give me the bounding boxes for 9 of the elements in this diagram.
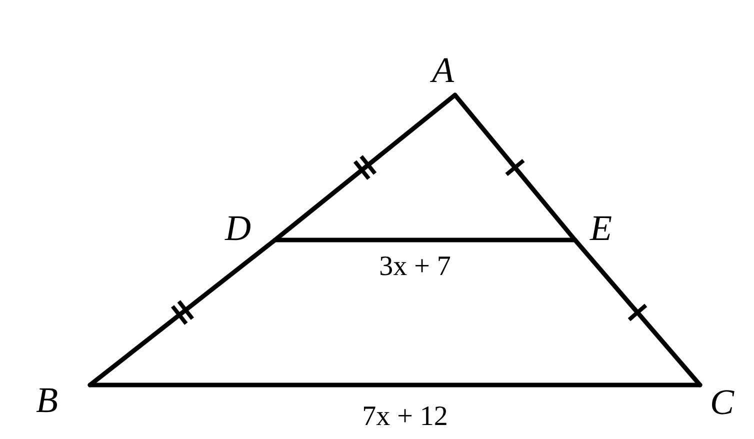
length-label: 3x + 7 [379, 252, 451, 282]
vertex-label: A [432, 52, 454, 88]
line-segment [88, 382, 702, 388]
line-segment [272, 238, 578, 242]
length-label: 7x + 12 [362, 402, 448, 432]
vertex-label: D [225, 210, 251, 246]
vertex-label: B [36, 382, 58, 418]
vertex-label: C [710, 384, 734, 420]
vertex-label: E [590, 210, 612, 246]
